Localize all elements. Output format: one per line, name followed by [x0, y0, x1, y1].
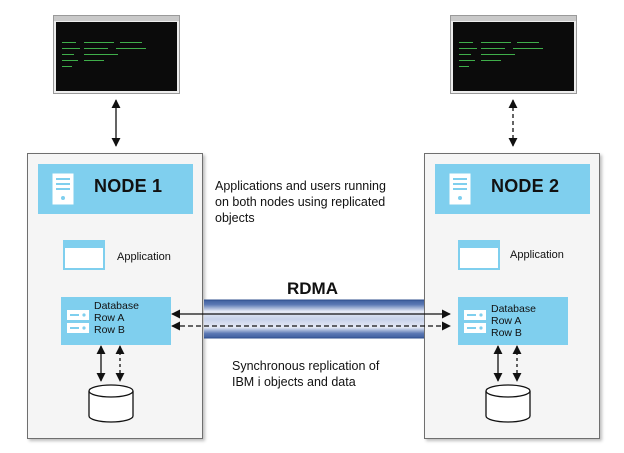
- node-1-database-label: Database: [94, 300, 139, 312]
- node-2-database-panel: Database Row A Row B: [458, 297, 568, 345]
- node-2-application-label: Application: [510, 249, 564, 261]
- top-description-line-1: Applications and users running: [215, 179, 386, 193]
- rdma-label: RDMA: [287, 279, 338, 298]
- node-2-row-b: Row B: [491, 327, 522, 339]
- node-1-header: NODE 1: [38, 164, 193, 214]
- terminal-screen-icon-node-1: [53, 15, 180, 94]
- application-window-icon: [63, 240, 105, 270]
- node-2-database-label: Database: [491, 303, 536, 315]
- node-1-application-label: Application: [117, 251, 171, 263]
- terminal-screen-icon-node-2: [450, 15, 577, 94]
- rdma-pipe: [204, 299, 424, 339]
- bottom-description: Synchronous replication of IBM i objects…: [232, 358, 379, 390]
- database-server-icon: [464, 310, 486, 333]
- bottom-description-line-1: Synchronous replication of: [232, 359, 380, 373]
- application-window-icon: [458, 240, 500, 270]
- node-2-row-a: Row A: [491, 315, 522, 327]
- top-description: Applications and users running on both n…: [215, 178, 386, 226]
- database-server-icon: [67, 310, 89, 333]
- bottom-description-line-2: IBM i objects and data: [232, 375, 356, 389]
- node-1-row-b: Row B: [94, 324, 125, 336]
- server-icon: [449, 173, 471, 205]
- node-1-title: NODE 1: [94, 176, 163, 196]
- top-description-line-2: on both nodes using replicated: [215, 195, 386, 209]
- storage-cylinder-icon: [485, 384, 531, 423]
- node-2-header: NODE 2: [435, 164, 590, 214]
- server-icon: [52, 173, 74, 205]
- top-description-line-3: objects: [215, 211, 255, 225]
- node-2-title: NODE 2: [491, 176, 560, 196]
- storage-cylinder-icon: [88, 384, 134, 423]
- node-1-database-panel: Database Row A Row B: [61, 297, 171, 345]
- node-1-row-a: Row A: [94, 312, 125, 324]
